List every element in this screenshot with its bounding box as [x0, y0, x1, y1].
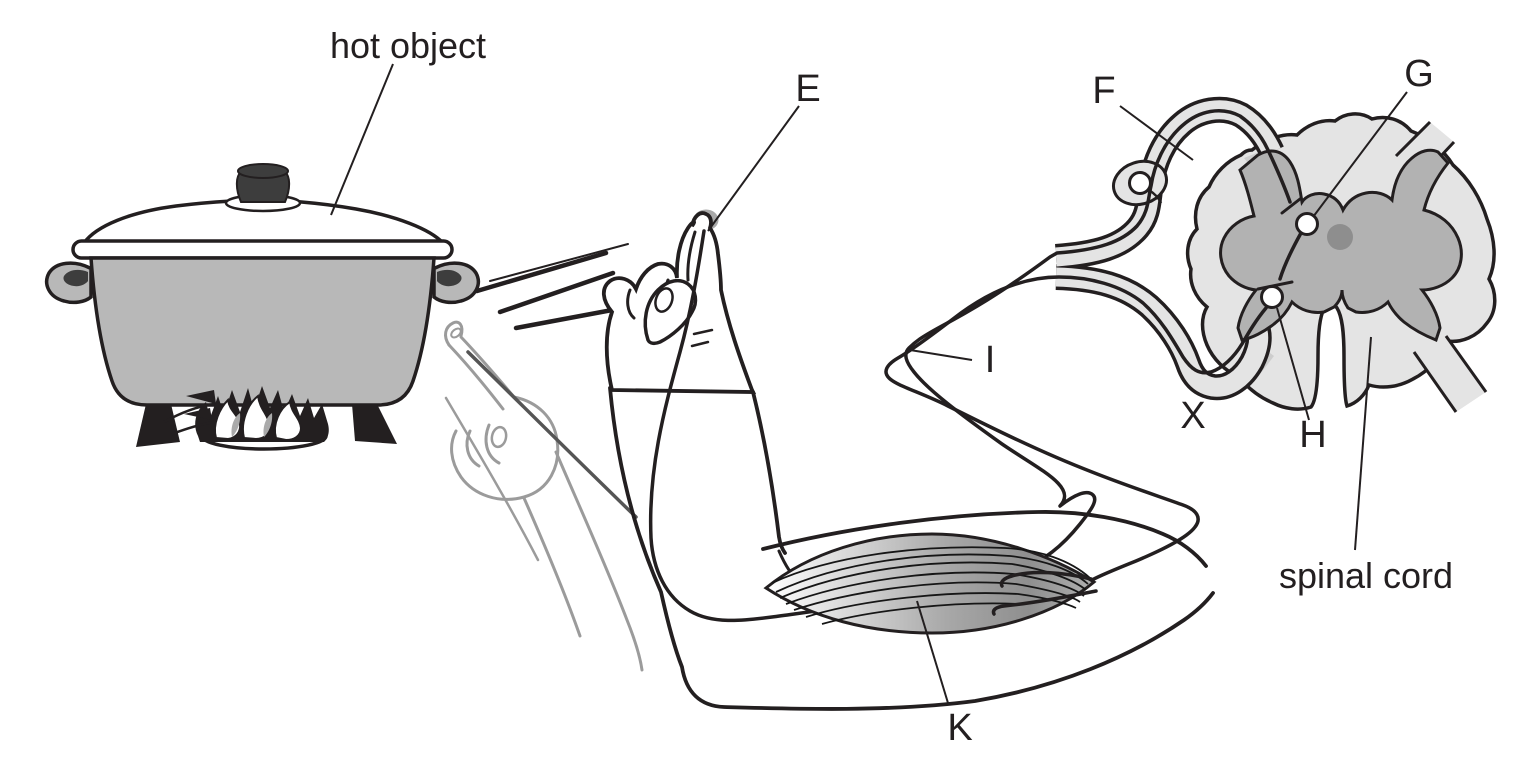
- leader-lines: [330, 63, 1408, 704]
- ghost-forearm-edge-1: [554, 450, 644, 672]
- ghost-thumbnail: [490, 425, 508, 449]
- ghost-forearm-edge-3: [444, 396, 540, 562]
- wrist-crease-1: [692, 328, 714, 336]
- ghost-fingertip: [444, 320, 464, 347]
- pot-left-handle-notch: [63, 269, 88, 287]
- index-finger-line: [686, 230, 697, 282]
- pot-right-leg: [352, 404, 397, 444]
- pot-group: [44, 163, 481, 451]
- muscle-group: [763, 532, 1098, 635]
- leader-g: [1312, 91, 1408, 218]
- nerve-fibers: [648, 109, 1292, 623]
- sensory-cell-body-circle: [1128, 171, 1152, 195]
- ghost-forearm-edge-2: [522, 496, 582, 638]
- interneuron-fiber: [1278, 231, 1303, 281]
- sensory-neuron-fiber: [648, 109, 1292, 623]
- curled-finger-line-1: [626, 288, 636, 320]
- speed-line-thin: [489, 243, 629, 282]
- leader-k: [916, 600, 949, 704]
- pot-knob-top: [237, 163, 289, 179]
- leader-spinal-cord: [1354, 336, 1372, 551]
- ghost-hand-group: [444, 320, 644, 672]
- leader-e: [707, 105, 800, 232]
- ghost-nerve-line: [466, 350, 638, 519]
- label-h-motor-neuron: H: [1299, 414, 1326, 456]
- leader-hot-object: [330, 63, 394, 216]
- spinal-cord-label: spinal cord: [1279, 555, 1453, 596]
- motor-neuron-fiber: [884, 275, 1268, 582]
- pot-rim: [71, 239, 454, 260]
- thumbnail: [654, 287, 674, 313]
- pot-body: [89, 256, 436, 407]
- label-f-dorsal-root: F: [1092, 70, 1115, 112]
- label-x-ventral-root: X: [1180, 395, 1205, 437]
- central-canal: [1327, 224, 1353, 250]
- synapse-group: [1128, 171, 1319, 309]
- upper-arm-top-contour: [761, 510, 1208, 568]
- label-i-nerve: I: [985, 339, 996, 381]
- pot-left-leg: [136, 404, 180, 447]
- ghost-index-finger: [447, 343, 505, 411]
- label-g-synapse: G: [1404, 53, 1434, 95]
- speed-line-2: [497, 270, 616, 315]
- wrist-crease-2: [690, 340, 710, 348]
- forearm-inner-contour: [751, 390, 787, 555]
- text-labels: hot object spinal cord E F G H I K X: [330, 25, 1453, 749]
- contralateral-ventral-root-stub: [1412, 335, 1488, 413]
- synapse-terminal-g: [1280, 197, 1302, 215]
- flame-icon: [163, 386, 329, 442]
- muscle-striations: [771, 546, 1091, 625]
- label-e-receptor: E: [795, 68, 820, 110]
- ganglion-cell-stem: [1148, 188, 1163, 204]
- hand-arm-group: [601, 211, 1215, 711]
- interneuron-cell-circle: [1295, 212, 1319, 236]
- leader-f: [1119, 105, 1194, 161]
- hot-object-label: hot object: [330, 25, 486, 66]
- ghost-fingernail: [450, 327, 462, 339]
- label-k-muscle: K: [947, 707, 972, 749]
- ghost-curled-finger-2: [484, 423, 501, 465]
- speed-line-1: [474, 250, 609, 294]
- motor-end-plates: [991, 570, 1098, 616]
- arm-lower-contour: [608, 386, 1215, 711]
- pot-right-handle-notch: [437, 269, 462, 287]
- motor-cell-circle: [1260, 285, 1284, 309]
- leader-h: [1276, 307, 1310, 421]
- leader-i: [909, 349, 973, 361]
